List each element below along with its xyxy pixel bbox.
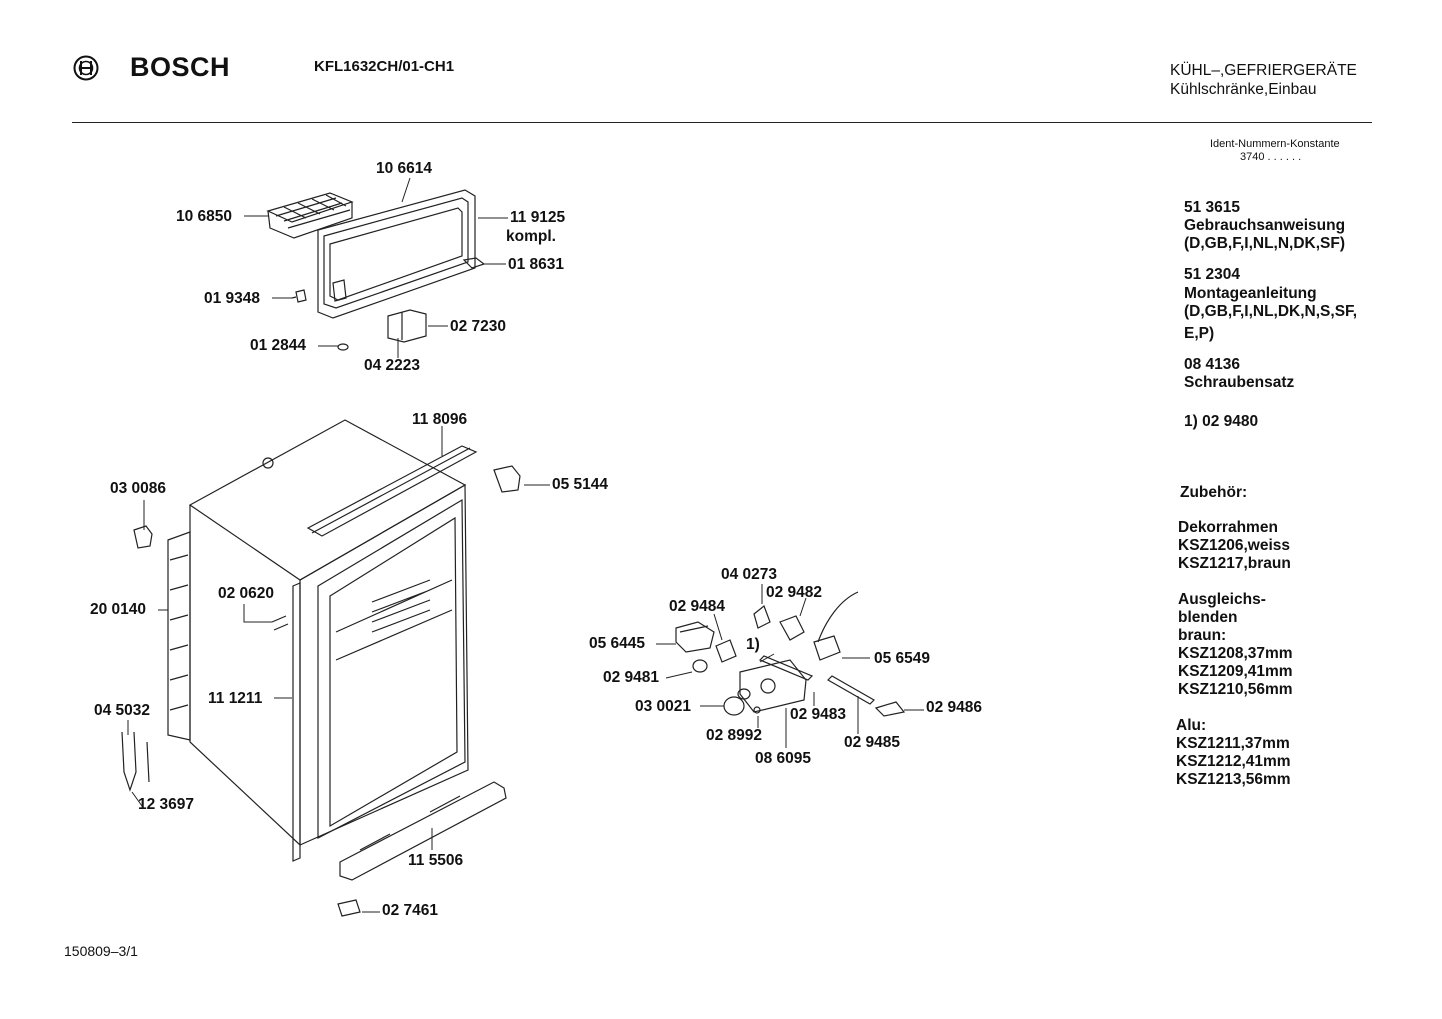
part-label-111211: 11 1211 [208,690,263,707]
part-label-123697: 12 3697 [138,796,195,813]
lamp-drawing [753,605,771,629]
sensor-cable-drawing [121,731,150,792]
part-label-030086: 03 0086 [110,480,167,497]
category-line-2: Kühlschränke,Einbau [1170,81,1317,98]
connector-drawing [813,635,841,661]
bracket-part-drawing [462,257,486,269]
part-label-020620: 02 0620 [218,585,275,602]
part-label-040273: 04 0273 [721,566,778,583]
door-panel-drawing [317,189,476,319]
part-label-200140: 20 0140 [90,601,147,618]
part-label-028992: 02 8992 [706,727,763,744]
part-label-042223: 04 2223 [364,357,421,374]
part-label-kompl: kompl. [506,228,556,245]
part-label-115506: 11 5506 [408,852,464,869]
note-install-langs: (D,GB,F,I,NL,DK,N,S,SF, [1184,303,1358,320]
note-install-title: Montageanleitung [1184,285,1317,302]
bosch-logo-icon [73,55,99,81]
part-label-029486: 02 9486 [926,699,983,716]
pin-drawing [753,706,761,714]
part-label-027230: 02 7230 [450,318,507,335]
part-label-029483: 02 9483 [790,706,847,723]
base-rail-drawing [339,781,507,881]
part-label-029484: 02 9484 [669,598,726,615]
small-block-drawing [337,899,361,917]
part-label-056445: 05 6445 [589,635,646,652]
note-panels-56: KSZ1210,56mm [1178,681,1293,698]
handle-part-drawing [387,309,427,343]
part-label-027461: 02 7461 [382,902,439,919]
part-label-056549: 05 6549 [874,650,931,667]
note-alu-heading: Alu: [1176,717,1207,734]
top-rail-drawing [306,445,478,537]
knob-small-drawing [692,659,708,673]
part-label-012844: 01 2844 [250,337,307,354]
part-label-106614: 10 6614 [376,160,433,177]
thermostat-shaft-drawing [760,678,776,694]
lamp-holder-drawing [779,615,805,641]
brand-name: BOSCH [130,52,231,82]
clip-drawing [874,701,906,717]
washer-drawing [737,688,751,700]
note-alu-37: KSZ1211,37mm [1176,735,1290,752]
hinge-bracket-drawing [493,465,521,493]
part-label-118096: 11 8096 [412,411,468,428]
ident-label: Ident-Nummern-Konstante [1210,138,1340,150]
note-install-number: 51 2304 [1184,266,1241,283]
part-label-note1: 1) [746,636,760,653]
note-manual-langs: (D,GB,F,I,NL,N,DK,SF) [1184,235,1346,252]
thermostat-housing-drawing [739,659,807,713]
part-label-018631: 01 8631 [508,256,565,273]
part-label-045032: 04 5032 [94,702,151,719]
part-label-030021: 03 0021 [635,698,692,715]
note-footnote: 1) 02 9480 [1184,413,1259,430]
header-divider [72,122,1372,123]
note-panels-heading-2: blenden [1178,609,1238,626]
note-install-langs-2: E,P) [1184,325,1215,342]
model-number: KFL1632CH/01-CH1 [314,58,455,75]
note-manual-number: 51 3615 [1184,199,1241,216]
part-label-029485: 02 9485 [844,734,901,751]
part-label-086095: 08 6095 [755,750,812,767]
note-screws-number: 08 4136 [1184,356,1241,373]
note-alu-56: KSZ1213,56mm [1176,771,1291,788]
screw-part-drawing [271,615,289,631]
note-panels-heading-1: Ausgleichs- [1178,591,1266,608]
leader-lines [127,177,924,913]
note-frame-white: KSZ1206,weiss [1178,537,1291,554]
cable-drawing [817,591,859,643]
ice-tray-drawing [266,192,354,239]
note-accessories-heading: Zubehör: [1180,484,1248,501]
note-frame-brown: KSZ1217,braun [1178,555,1291,572]
part-label-055144: 05 5144 [552,476,609,493]
part-label-019348: 01 9348 [204,290,261,307]
note-manual-title: Gebrauchsanweisung [1184,217,1346,234]
part-label-106850: 10 6850 [176,208,233,225]
note-panels-41: KSZ1209,41mm [1178,663,1293,680]
document-number: 150809–3/1 [64,943,138,959]
note-panels-37: KSZ1208,37mm [1178,645,1293,662]
knob-drawing [723,696,745,716]
note-screws-title: Schraubensatz [1184,374,1295,391]
rod-part-drawing [827,675,875,705]
part-label-029481: 02 9481 [603,669,660,686]
condenser-coil-drawing [167,531,191,741]
cabinet-body-drawing [188,419,469,847]
side-strip-drawing [292,582,301,862]
part-label-119125: 11 9125 [510,209,566,226]
part-label-029482: 02 9482 [766,584,823,601]
switch-part-drawing [715,639,737,663]
clip-part-drawing [133,525,153,549]
thermostat-cover-drawing [675,621,715,653]
note-alu-41: KSZ1212,41mm [1176,753,1291,770]
bar-part-drawing [758,655,814,681]
hinge-part-drawing [291,289,307,303]
note-panels-brown: braun: [1178,627,1227,644]
small-plug-drawing [337,343,349,351]
category-line-1: KÜHL–,GEFRIERGERÄTE [1170,62,1357,79]
note-frame-heading: Dekorrahmen [1178,519,1278,536]
ident-value: 3740 . . . . . . [1240,151,1302,163]
